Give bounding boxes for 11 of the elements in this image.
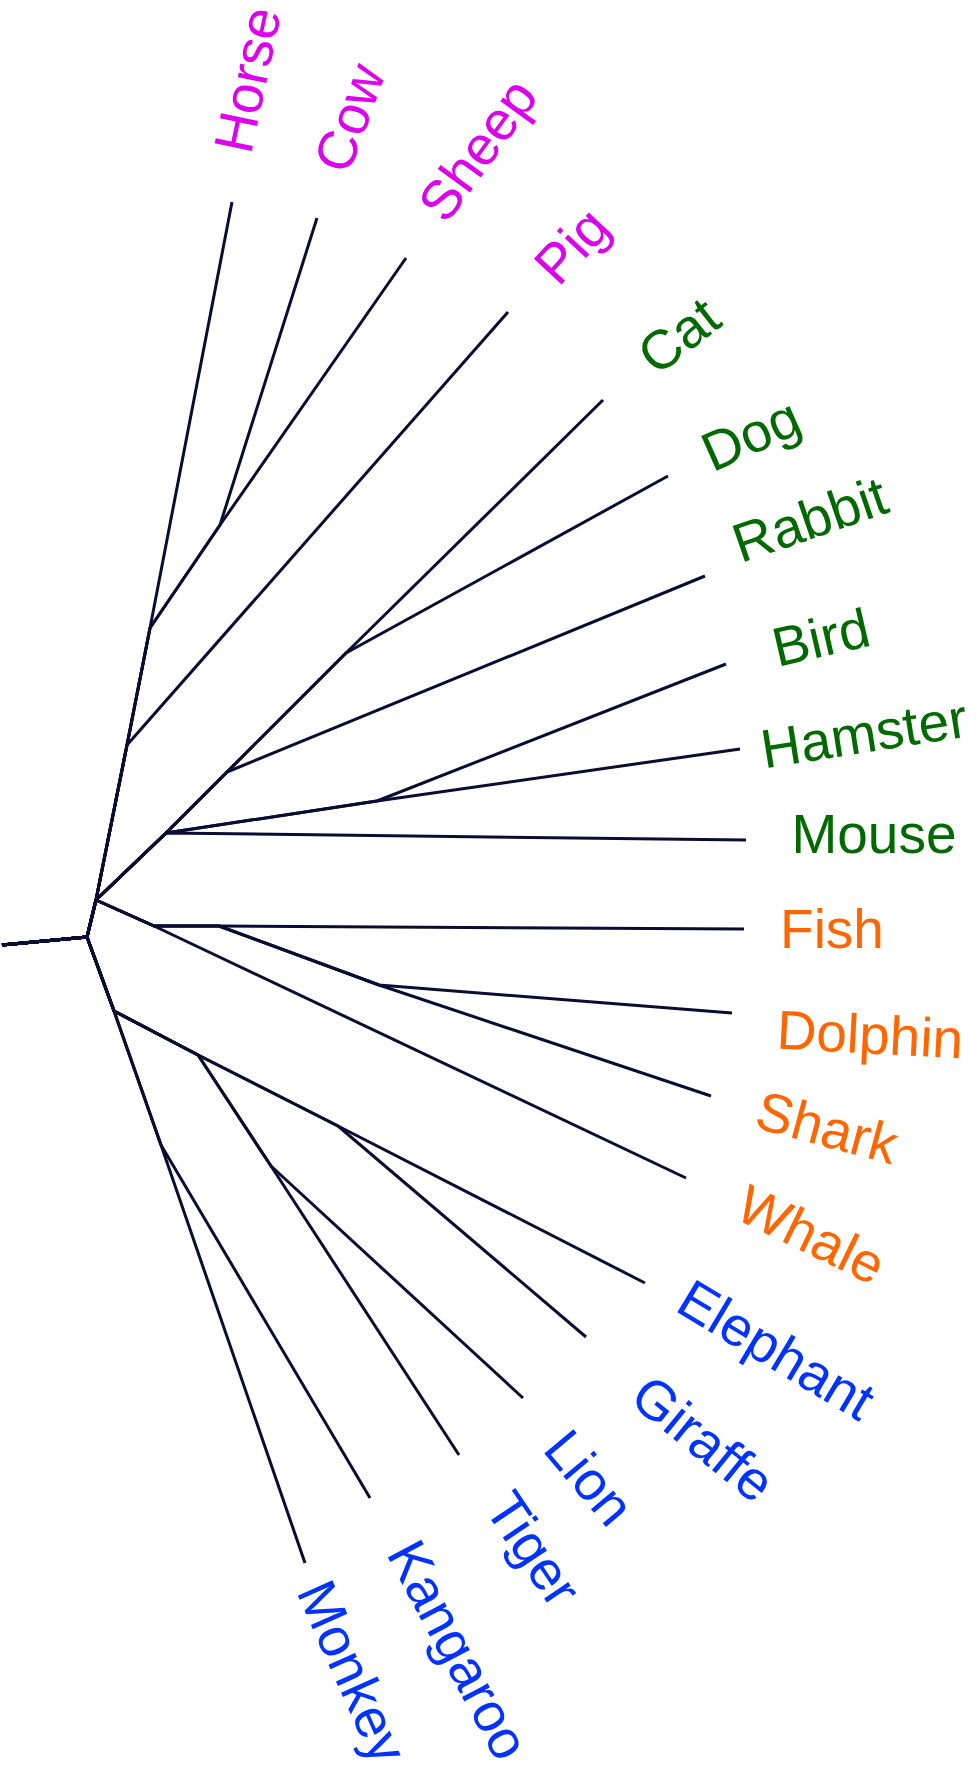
- leaf-label: Dolphin: [775, 1002, 965, 1068]
- leaf-label: Mouse: [791, 806, 957, 862]
- leaf-label: Cow: [305, 56, 395, 180]
- leaf-label: Pig: [524, 198, 620, 294]
- leaf-label: Bird: [767, 600, 875, 676]
- leaf-label: Cat: [628, 288, 730, 384]
- leaf-label: Fish: [780, 901, 884, 957]
- branch-line: [1, 935, 307, 1564]
- leaf-label: Hamster: [757, 690, 971, 778]
- leaf-label: Horse: [205, 2, 291, 158]
- leaf-label: Shark: [750, 1082, 904, 1174]
